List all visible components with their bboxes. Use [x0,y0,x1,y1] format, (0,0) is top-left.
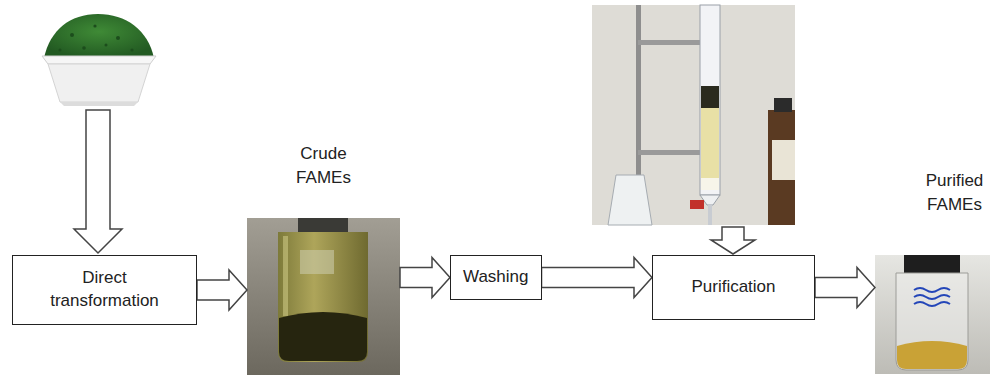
box-label: Purification [691,276,775,299]
bottle-cap [774,98,792,112]
vial-glass [278,232,368,362]
photo-ground [40,10,157,107]
clamp-arm [638,150,702,155]
photo-caption: Purified FAMEs [916,169,994,217]
vial-residue [279,312,367,361]
block-arrow [815,268,875,308]
column-arrow [711,227,755,254]
bowl-rim [42,56,156,64]
reagent-bottle [768,110,795,225]
input-arrow [74,110,122,253]
powder-mound [44,14,154,58]
algae-powder-photo [40,10,157,107]
silica-packing [701,108,719,178]
column-photo [592,5,795,225]
bowl-foot [60,102,138,106]
glass-highlight [283,236,288,316]
clamp-arm [638,40,702,45]
vial-label [300,250,334,274]
pigment-band [701,86,719,108]
photo-frame: Purified FAMEs [875,255,990,374]
sand-layer [701,178,719,190]
bottle-label [772,140,795,180]
block-arrow [197,270,247,310]
vial-waves [914,288,950,306]
flask [608,175,652,225]
process-box: Purification [652,255,815,320]
crude-fames-photo [247,218,400,375]
vial-glass [896,273,968,370]
bowl-body [48,64,150,102]
photo-ground [592,5,795,225]
purified-oil [897,341,967,369]
photo-caption: Crude FAMEs [288,142,360,190]
block-arrow [542,258,652,298]
vial-cap [298,218,348,232]
process-box: Direct transformation [12,255,197,325]
purified-fames-photo [875,255,990,374]
powder-speckles [59,24,134,51]
photo-frame: Crude FAMEs [247,218,400,375]
box-label: Washing [463,266,529,289]
vial-cap [904,255,960,273]
box-label: Direct transformation [42,267,167,313]
drip-tube [708,205,712,225]
block-arrow [400,258,450,298]
photo-ground [875,255,990,374]
stopcock [690,200,704,209]
glass-column [700,5,720,195]
photo-ground [247,218,400,375]
process-box: Washing [450,255,542,300]
